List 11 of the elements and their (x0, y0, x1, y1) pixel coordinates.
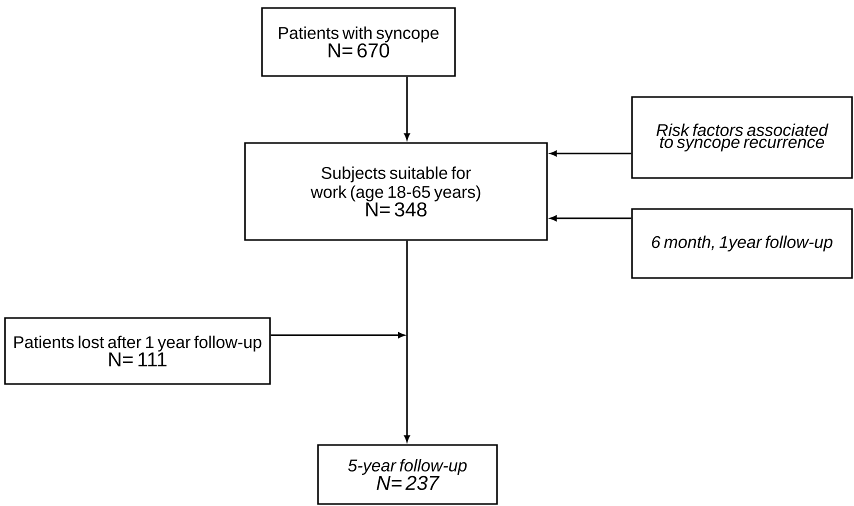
arrow (270, 332, 405, 338)
arrow (550, 150, 632, 156)
process-box: 5-year follow-up N= 237 (317, 444, 498, 505)
process-box: Patients lost after 1 year follow-up N= 111 (4, 317, 271, 385)
process-box: Subjects suitable for work (age 18-65 years) N= 348 (244, 142, 548, 241)
process-box: Risk factors associated to syncope recurrence (631, 96, 853, 179)
process-box: 6 month, 1year follow-up (631, 208, 853, 279)
arrow (404, 76, 410, 140)
arrow (550, 215, 632, 222)
process-box: Patients with syncope N= 670 (261, 7, 456, 77)
arrow (404, 240, 410, 442)
